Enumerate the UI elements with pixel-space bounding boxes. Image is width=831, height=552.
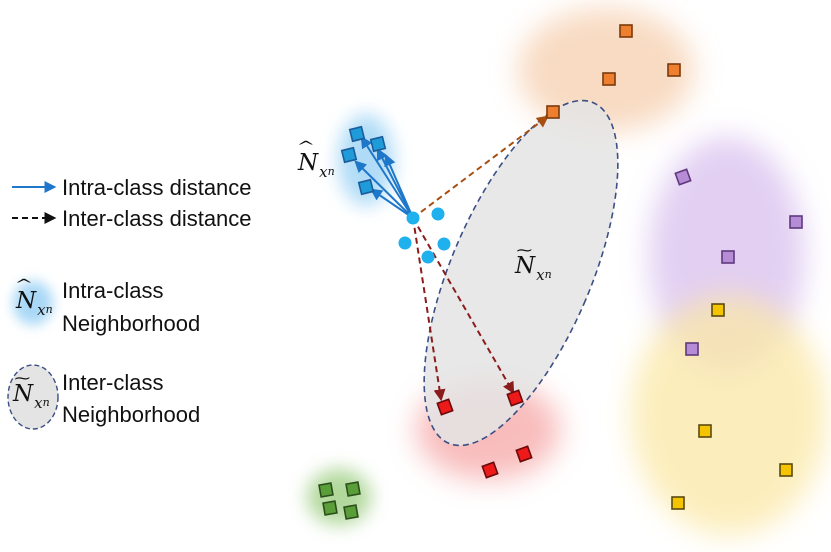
red-samples [436, 389, 533, 479]
legend-inter-distance-label: Inter-class distance [62, 206, 252, 231]
inter-class-neighborhood [423, 99, 619, 447]
inter-class-distance-arrows [412, 115, 549, 402]
legend-intra-distance-label: Intra-class distance [62, 175, 252, 200]
green-samples [318, 481, 361, 520]
orange-samples [546, 24, 681, 119]
purple-samples [674, 168, 803, 356]
legend-intra-neighborhood-label-line1: Intra-class [62, 278, 164, 303]
yellow-class-region [631, 295, 827, 535]
blue-anchor-samples [398, 207, 451, 264]
intra-class-distance-arrows [354, 135, 414, 219]
blue-samples [340, 125, 387, 196]
legend-intra-neighborhood-label-line2: Neighborhood [62, 311, 201, 336]
inter-neighborhood-symbol: ~Nxn [514, 241, 552, 284]
yellow-samples [671, 303, 793, 510]
legend-inter-neighborhood-label-line2: Neighborhood [62, 402, 201, 427]
legend-intra-neighborhood-swatch [13, 281, 53, 325]
legend-intra-neighborhood-symbol: ^Nxn [14, 277, 53, 319]
intra-neighborhood-symbol: ^Nxn [296, 139, 335, 181]
orange-class-region [518, 8, 694, 132]
legend-inter-neighborhood-swatch [7, 364, 59, 430]
legend-inter-neighborhood-symbol: ~Nxn [12, 369, 50, 412]
green-class-region [307, 469, 371, 525]
legend-inter-neighborhood-label-line1: Inter-class [62, 370, 164, 395]
